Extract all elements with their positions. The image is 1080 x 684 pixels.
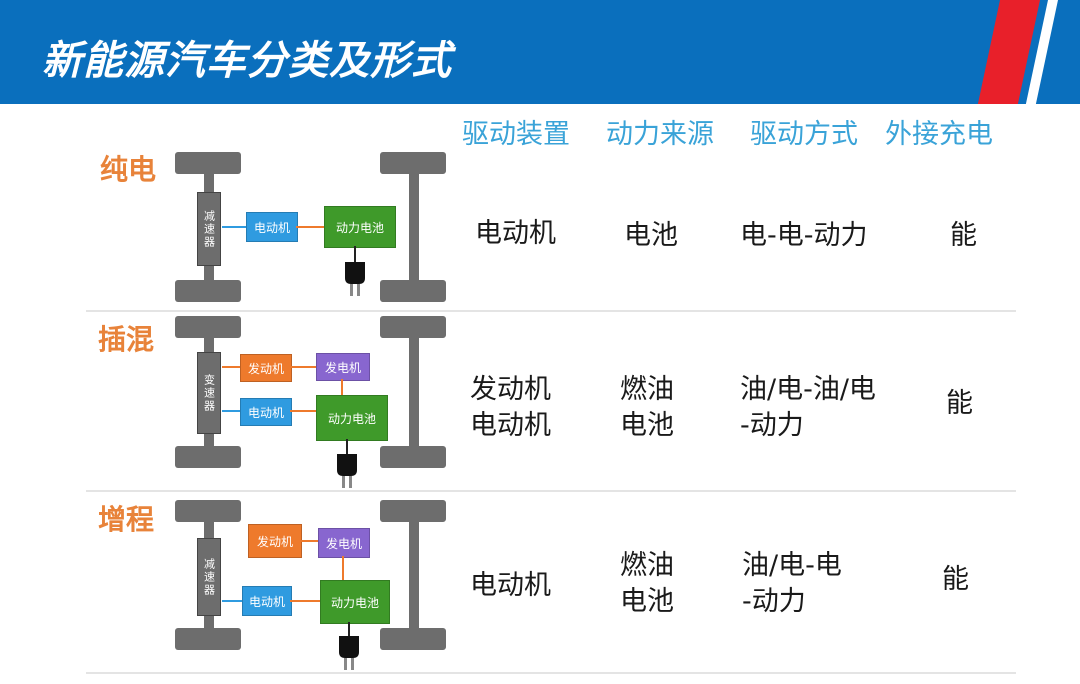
drive-device-line: 电动机 xyxy=(470,410,551,441)
front-left-wheel xyxy=(175,316,241,338)
battery-box: 动力电池 xyxy=(324,206,396,248)
drive-mode-cell: 油/电-油/电 -动力 xyxy=(740,372,876,444)
charging-plug-icon xyxy=(337,454,357,488)
connector-line xyxy=(290,366,316,368)
connector-line xyxy=(290,600,320,602)
row-divider xyxy=(86,672,1016,674)
drive-mode-line: 油/电-电 xyxy=(742,550,842,581)
external-charging-cell: 能 xyxy=(950,220,977,251)
generator-box: 发电机 xyxy=(318,528,370,558)
gearbox-box: 减速器 xyxy=(197,192,221,266)
front-right-wheel xyxy=(380,152,446,174)
rear-left-wheel xyxy=(175,280,241,302)
vehicle-type-label: 插混 xyxy=(98,323,155,356)
front-right-wheel xyxy=(380,316,446,338)
charging-cable xyxy=(346,439,348,455)
drive-device-cell: 电动机 xyxy=(475,216,556,252)
motor-box: 电动机 xyxy=(240,398,292,426)
row-divider xyxy=(86,310,1016,312)
drive-device-line: 电动机 xyxy=(470,570,551,601)
drive-mode-line: 电-电-动力 xyxy=(740,220,868,251)
right-axle xyxy=(409,334,419,448)
engine-box: 发动机 xyxy=(240,354,292,382)
charging-cable xyxy=(348,622,350,636)
external-charging-cell: 能 xyxy=(942,564,969,595)
power-source-line: 燃油 xyxy=(620,374,674,405)
column-header-drive-mode: 驱动方式 xyxy=(750,119,858,150)
charging-plug-icon xyxy=(339,636,359,670)
drive-device-line: 发动机 xyxy=(470,374,551,405)
charging-plug-icon xyxy=(345,262,365,296)
drive-device-cell: 电动机 xyxy=(470,568,551,604)
battery-box: 动力电池 xyxy=(316,395,388,441)
right-axle xyxy=(409,170,419,282)
connector-line xyxy=(342,556,344,580)
gearbox-box: 变速器 xyxy=(197,352,221,434)
column-header-external-charging: 外接充电 xyxy=(885,119,993,150)
column-header-drive-device: 驱动装置 xyxy=(462,119,570,150)
rear-left-wheel xyxy=(175,446,241,468)
rear-right-wheel xyxy=(380,280,446,302)
power-source-cell: 燃油 电池 xyxy=(620,548,674,620)
column-header-power-source: 动力来源 xyxy=(606,119,714,150)
drive-device-line: 电动机 xyxy=(475,218,556,249)
connector-line xyxy=(341,379,343,395)
title-banner: 新能源汽车分类及形式 xyxy=(0,0,1080,104)
connector-line xyxy=(296,226,324,228)
connector-line xyxy=(222,226,246,228)
drive-mode-cell: 油/电-电 -动力 xyxy=(742,548,842,620)
drive-mode-line: -动力 xyxy=(740,410,804,441)
content-area xyxy=(86,104,1016,684)
connector-line xyxy=(300,540,318,542)
drive-mode-line: 油/电-油/电 xyxy=(740,374,876,405)
front-left-wheel xyxy=(175,152,241,174)
power-source-cell: 电池 xyxy=(624,218,678,254)
right-axle xyxy=(409,518,419,630)
power-source-cell: 燃油 电池 xyxy=(620,372,674,444)
page-title: 新能源汽车分类及形式 xyxy=(42,38,452,84)
motor-box: 电动机 xyxy=(242,586,292,616)
rear-right-wheel xyxy=(380,446,446,468)
gearbox-box: 减速器 xyxy=(197,538,221,616)
front-left-wheel xyxy=(175,500,241,522)
generator-box: 发电机 xyxy=(316,353,370,381)
connector-line xyxy=(222,366,240,368)
front-right-wheel xyxy=(380,500,446,522)
drive-device-cell: 发动机 电动机 xyxy=(470,372,551,444)
connector-line xyxy=(290,410,316,412)
rear-left-wheel xyxy=(175,628,241,650)
row-divider xyxy=(86,490,1016,492)
battery-box: 动力电池 xyxy=(320,580,390,624)
external-charging-cell: 能 xyxy=(946,388,973,419)
connector-line xyxy=(222,600,242,602)
rear-right-wheel xyxy=(380,628,446,650)
vehicle-type-label: 增程 xyxy=(98,503,155,536)
drive-mode-line: -动力 xyxy=(742,586,806,617)
connector-line xyxy=(222,410,240,412)
engine-box: 发动机 xyxy=(248,524,302,558)
drive-mode-cell: 电-电-动力 xyxy=(740,218,868,254)
vehicle-type-label: 纯电 xyxy=(100,153,157,186)
power-source-line: 电池 xyxy=(624,220,678,251)
power-source-line: 燃油 xyxy=(620,550,674,581)
power-source-line: 电池 xyxy=(620,586,674,617)
power-source-line: 电池 xyxy=(620,410,674,441)
motor-box: 电动机 xyxy=(246,212,298,242)
charging-cable xyxy=(354,246,356,262)
